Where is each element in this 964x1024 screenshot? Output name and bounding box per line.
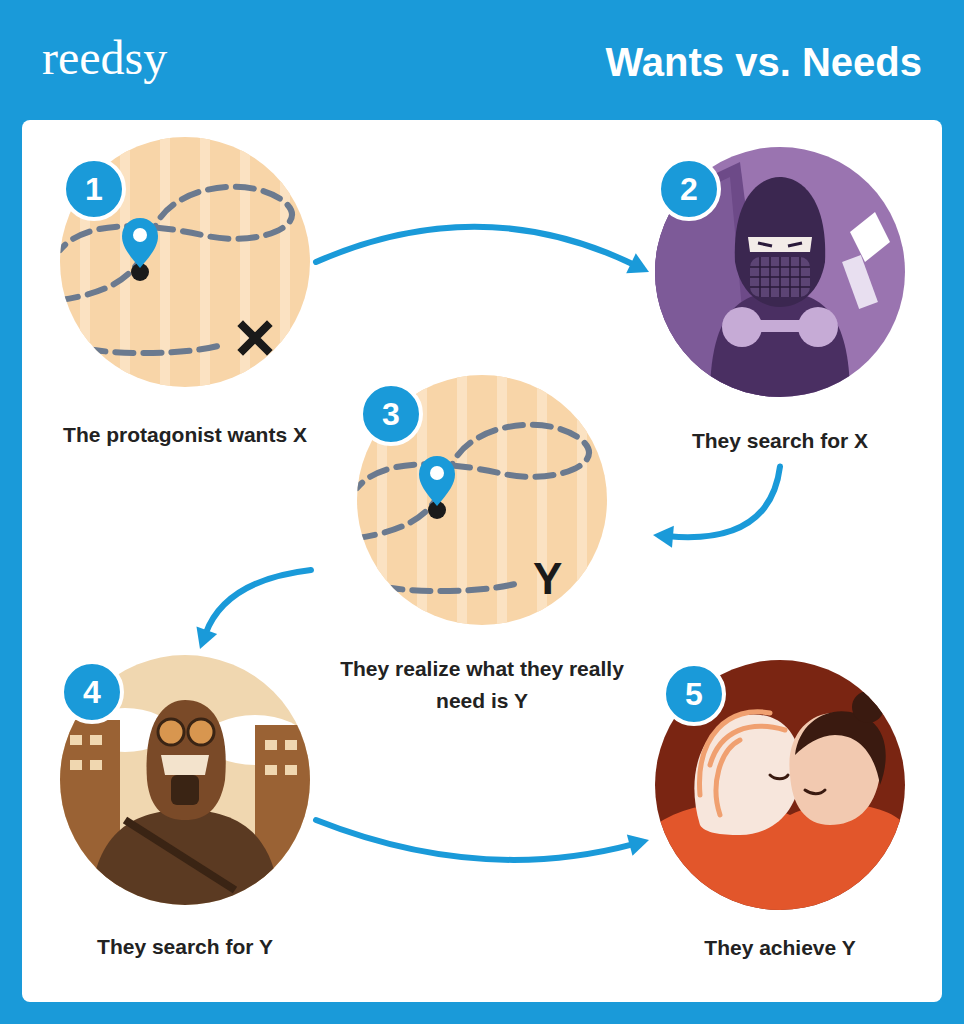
step-caption: They search for Y <box>60 931 310 963</box>
step-node: 3Y They realize what they really need is … <box>317 375 647 720</box>
couple-illustration <box>655 660 905 910</box>
callout-number: 1 <box>62 157 126 221</box>
step-caption: They achieve Y <box>655 932 905 964</box>
arrow-line <box>316 820 634 860</box>
arrow-line <box>669 467 780 538</box>
arrow-head <box>653 526 674 548</box>
curved-arrow <box>316 820 649 860</box>
knight-illustration <box>655 147 905 397</box>
arrow-head <box>627 835 649 856</box>
map-illustration <box>60 137 310 387</box>
step-node: 2They search for X <box>655 147 905 461</box>
arrow-line <box>316 227 635 265</box>
step-caption: They search for X <box>655 425 905 457</box>
step-caption: The protagonist wants X <box>60 419 310 451</box>
curved-arrow <box>316 227 649 273</box>
curved-arrow <box>196 570 311 649</box>
map-mark: Y <box>533 557 562 601</box>
diagram-title: Wants vs. Needs <box>606 40 922 85</box>
callout-number: 3 <box>359 382 423 446</box>
callout-number: 4 <box>60 660 124 724</box>
callout-number: 5 <box>662 662 726 726</box>
arrow-head <box>196 626 217 649</box>
arrow-head <box>626 253 649 273</box>
curved-arrow <box>653 467 780 548</box>
step-node: 4They search for Y <box>60 655 310 967</box>
step-node: 5They achieve Y <box>655 660 905 968</box>
pilot-illustration <box>60 655 315 905</box>
callout-number: 2 <box>657 157 721 221</box>
panel <box>22 120 942 1002</box>
brand-logo: reedsy <box>42 30 167 85</box>
step-node: 1The protagonist wants X <box>60 137 310 455</box>
map-illustration <box>357 375 607 625</box>
arrow-line <box>205 570 311 634</box>
step-caption: They realize what they really need is Y <box>317 653 647 716</box>
